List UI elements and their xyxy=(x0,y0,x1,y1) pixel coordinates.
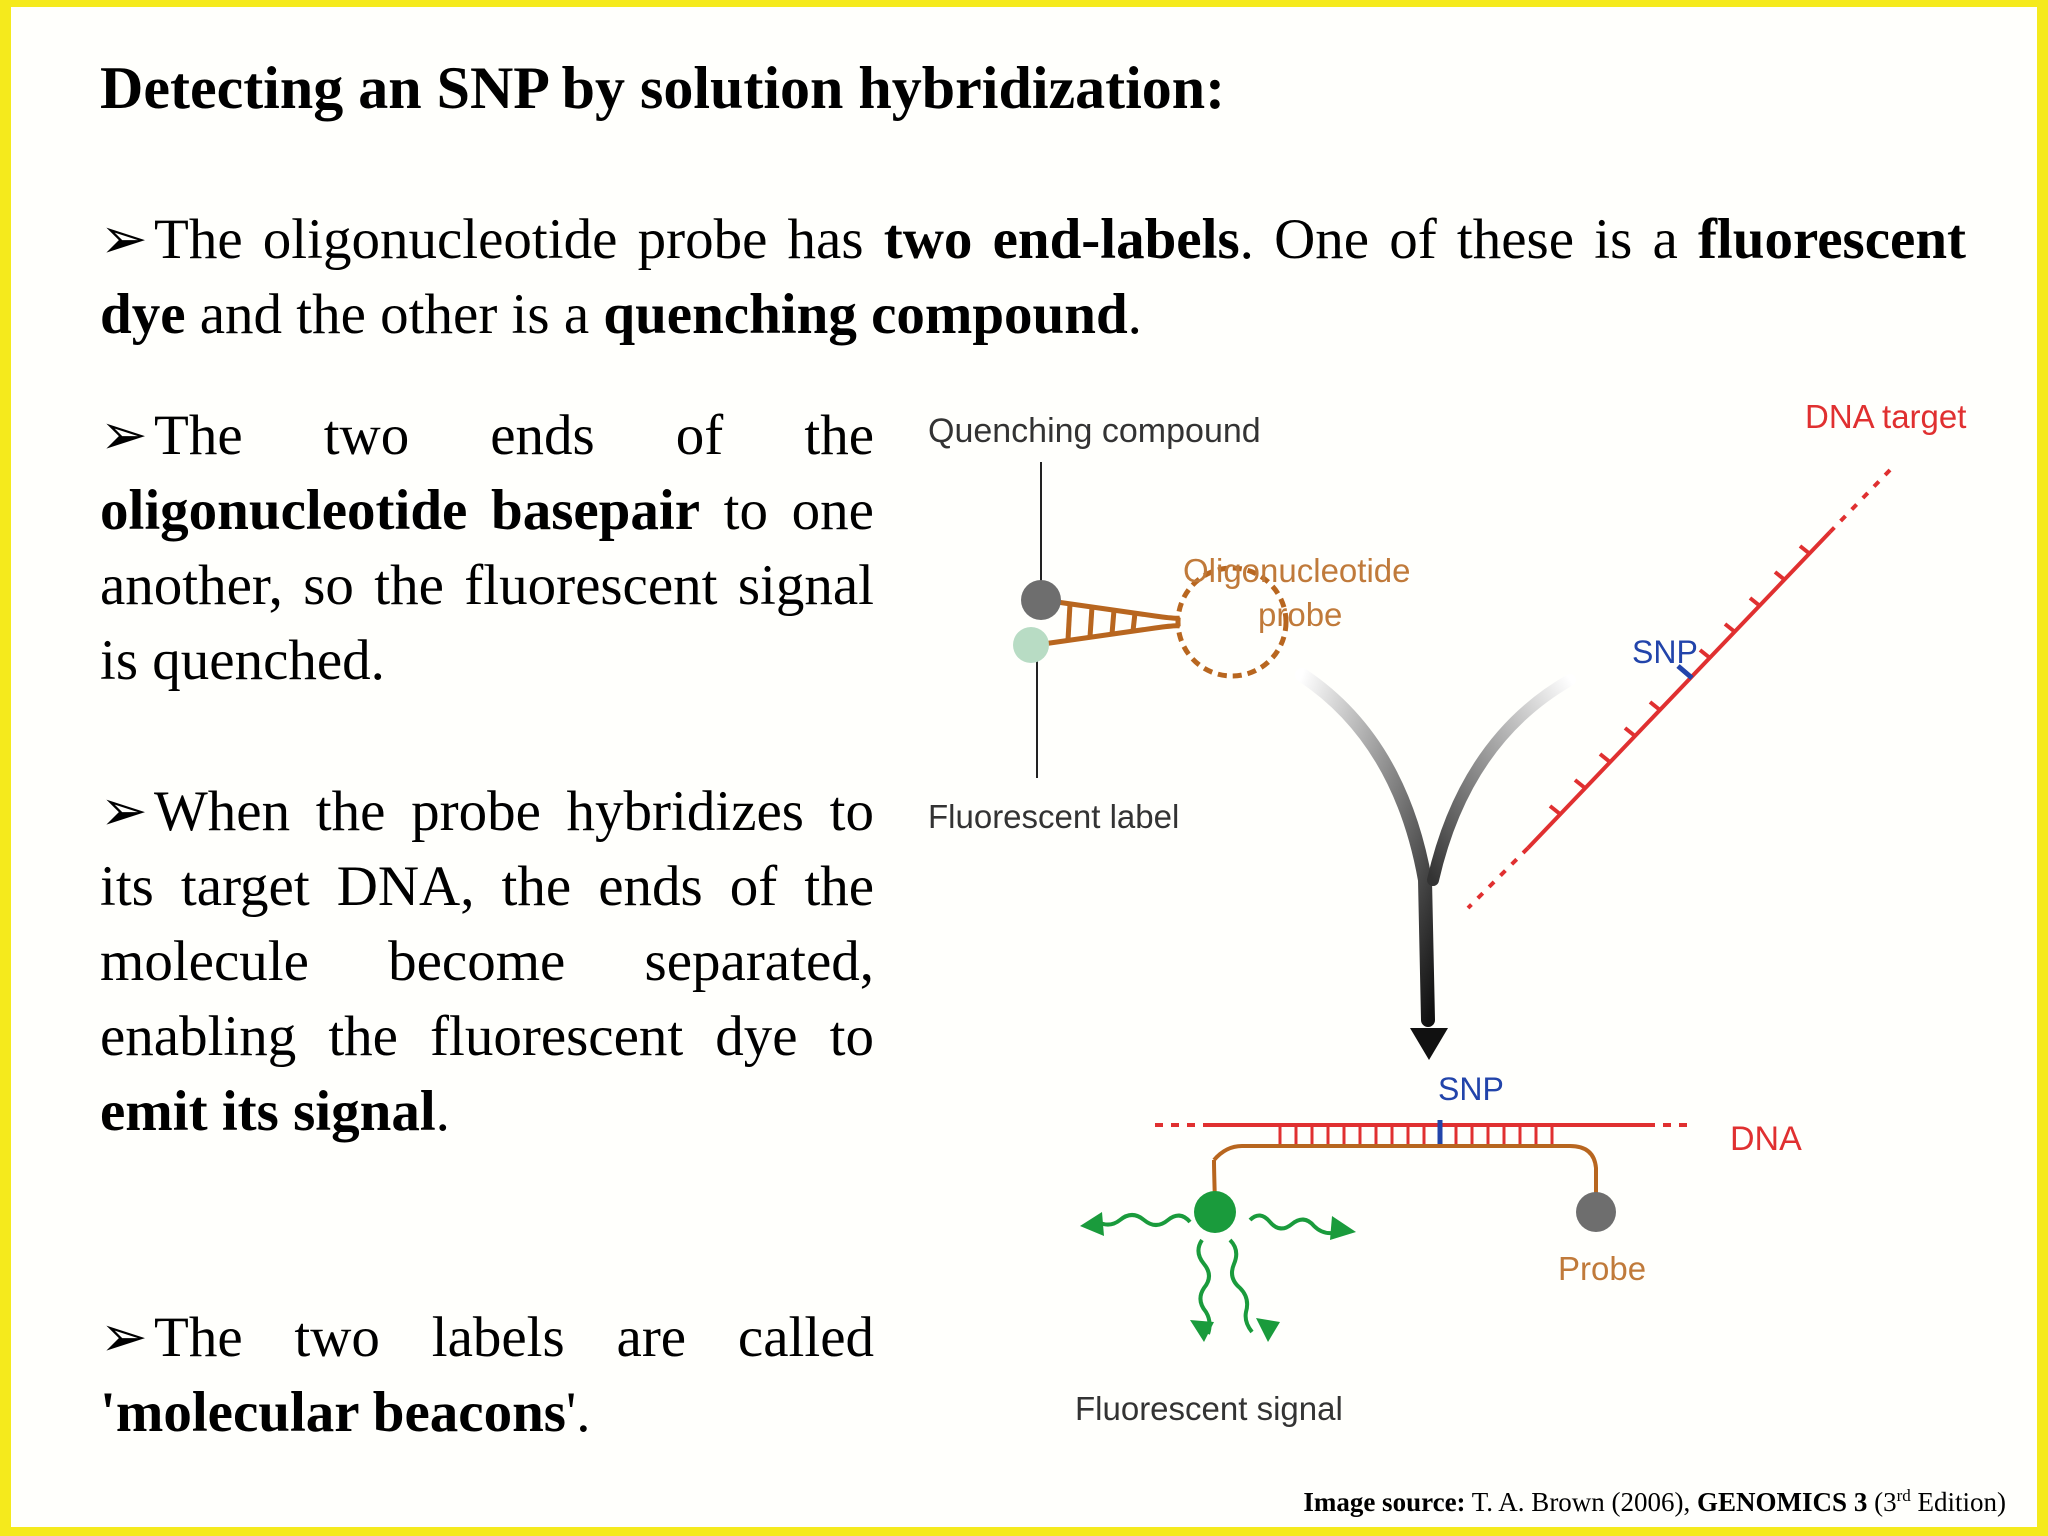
snp-label-bottom: SNP xyxy=(1438,1071,1504,1107)
emission-arrowheads xyxy=(1080,1212,1356,1342)
probe-label: Probe xyxy=(1558,1250,1646,1287)
quencher-dot-separated xyxy=(1576,1192,1616,1232)
bullet-arrow-icon: ➢ xyxy=(100,780,148,843)
merge-curve-right xyxy=(1427,674,1576,886)
quencher-dot xyxy=(1021,580,1061,620)
molecular-beacon-diagram: Quenching compound Oligonucleotide probe… xyxy=(928,398,1966,1427)
hairpin-probe xyxy=(1042,565,1289,679)
snp-label-top: SNP xyxy=(1632,634,1698,670)
fluorescent-emission-arrows xyxy=(1097,1213,1339,1335)
dna-target-label: DNA target xyxy=(1805,398,1966,435)
bullet-arrow-icon: ➢ xyxy=(100,404,148,467)
merge-arrowhead xyxy=(1410,1028,1448,1060)
bullet-arrow-icon: ➢ xyxy=(100,208,148,271)
oligonucleotide-label-line1: Oligonucleotide xyxy=(1183,552,1411,589)
dna-label: DNA xyxy=(1730,1120,1802,1158)
bullet-paragraph-hybridizes: ➢When the probe hybridizes to its target… xyxy=(100,774,874,1149)
merge-curve-left xyxy=(1295,668,1435,1027)
image-source-citation: Image source: T. A. Brown (2006), GENOMI… xyxy=(1303,1486,2006,1517)
fluorescent-label-label: Fluorescent label xyxy=(928,798,1179,835)
bullet-paragraph-molecular-beacons: ➢The two labels are called 'molecular be… xyxy=(100,1300,874,1450)
bullet-paragraph-end-labels: ➢The oligonucleotide probe has two end-l… xyxy=(100,202,1966,352)
bullet-paragraph-basepair: ➢The two ends of the oligonucleotide bas… xyxy=(100,398,874,698)
oligonucleotide-label-line2: probe xyxy=(1258,596,1342,633)
faded-fluorophore-dot xyxy=(1013,627,1049,663)
source-label: Image source: xyxy=(1303,1487,1466,1517)
fluorescent-signal-label: Fluorescent signal xyxy=(1075,1390,1343,1427)
slide-title: Detecting an SNP by solution hybridizati… xyxy=(100,55,1226,121)
fluorophore-dot xyxy=(1194,1191,1236,1233)
quenching-compound-label: Quenching compound xyxy=(928,412,1261,450)
snp-mark-target xyxy=(1676,664,1694,680)
bullet-arrow-icon: ➢ xyxy=(100,1306,148,1369)
dna-target-strand xyxy=(1466,468,1892,910)
base-pair-ticks xyxy=(1278,1127,1554,1144)
hybridized-probe xyxy=(1212,1144,1598,1206)
